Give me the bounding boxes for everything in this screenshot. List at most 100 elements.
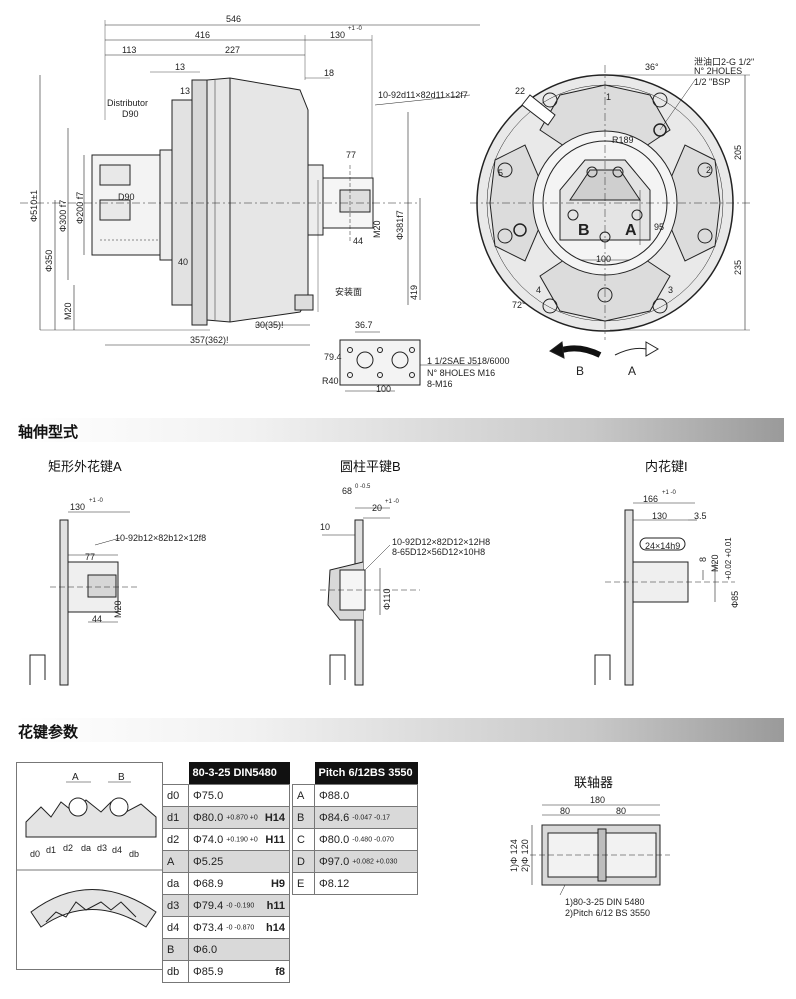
dim-77: 77 xyxy=(346,150,357,160)
lobe-5: 5 xyxy=(498,168,504,178)
distributor-label: Distributor xyxy=(107,98,149,108)
din-v-db: Φ85.9 f8 xyxy=(188,960,290,983)
b-spline-2: 8-65D12×56D12×10H8 xyxy=(392,547,486,557)
shaft-b-drawing xyxy=(320,507,420,686)
shaft-type-a-title: 矩形外花键A xyxy=(48,459,122,474)
dim-36-7: 36.7 xyxy=(355,320,373,330)
i-key: 24×14h9 xyxy=(645,541,681,551)
a-m20: M20 xyxy=(113,600,123,618)
profile-label-d2: d2 xyxy=(63,843,74,853)
spline-profile-diagrams xyxy=(16,762,163,970)
din5480-header: 80-3-25 DIN5480 xyxy=(188,762,290,785)
port-label-3: 8-M16 xyxy=(427,379,453,389)
dim-227: 227 xyxy=(225,45,241,55)
din-v-da: Φ68.9 H9 xyxy=(188,872,290,895)
dim-100-port: 100 xyxy=(376,384,392,394)
dim-18: 18 xyxy=(324,68,335,78)
i-dim-166-tol: +1 -0 xyxy=(662,490,676,496)
din-k-db: db xyxy=(162,960,189,983)
profile-label-d4: d4 xyxy=(112,845,123,855)
bs-v-D: Φ97.0 +0.082 +0.030 xyxy=(314,850,418,873)
shaft-a-drawing xyxy=(29,511,140,686)
coupling-dim-120: 2)Φ 120 xyxy=(520,839,530,872)
coupling-dim-80b: 80 xyxy=(616,806,627,816)
a-dim-44: 44 xyxy=(92,614,103,624)
dim-m20-foot: M20 xyxy=(63,302,73,320)
a-spline: 10-92b12×82b12×12f8 xyxy=(115,533,207,543)
i-dim-8: 8 xyxy=(698,556,708,562)
angle-72: 72° xyxy=(512,300,526,310)
dim-13a: 13 xyxy=(175,62,186,72)
coupling-title: 联轴器 xyxy=(574,775,614,790)
rotation-b-label: B xyxy=(576,364,585,378)
dim-22: 22 xyxy=(515,86,526,96)
port-a-label: A xyxy=(625,222,637,239)
din-k-d2: d2 xyxy=(162,828,189,851)
dim-44: 44 xyxy=(353,236,364,246)
din-v-d1: Φ80.0 +0.870 +0 H14 xyxy=(188,806,290,829)
dim-113: 113 xyxy=(122,45,137,55)
bs-k-B: B xyxy=(292,806,315,829)
lobe-1: 1 xyxy=(606,92,612,102)
bs-k-A: A xyxy=(292,784,315,807)
port-b-label: B xyxy=(578,222,590,239)
dim-95: 95 xyxy=(654,222,665,232)
din-v-d0: Φ75.0 xyxy=(188,784,290,807)
i-m20: M20 xyxy=(710,554,720,572)
lobe-4: 4 xyxy=(536,285,542,295)
dim-546: 546 xyxy=(226,14,242,24)
b-dim-20-tol: +1 -0 xyxy=(385,499,399,505)
dim-416: 416 xyxy=(195,30,211,40)
drain-label-1: 泄油口2-G 1/2" xyxy=(694,57,755,67)
motor-flange-view xyxy=(470,65,750,359)
bs-v-C: Φ80.0 -0.480 -0.070 xyxy=(314,828,418,851)
i-tol: +0.02 +0.01 xyxy=(724,537,733,580)
din-k-d1: d1 xyxy=(162,806,189,829)
bs-v-E: Φ8.12 xyxy=(314,872,418,895)
bs-k-E: E xyxy=(292,872,315,895)
profile-label-db: db xyxy=(129,849,140,859)
dim-130-tol: +1 -0 xyxy=(348,26,362,32)
profile-label-B: B xyxy=(118,772,125,783)
bs-v-A: Φ88.0 xyxy=(314,784,418,807)
b-spline-1: 10-92D12×82D12×12H8 xyxy=(392,537,491,547)
a-dim-130-tol: +1 -0 xyxy=(89,498,103,504)
dim-381: Φ381f7 xyxy=(395,210,405,240)
b-dim-110: Φ110 xyxy=(382,588,392,610)
coupling-note-1: 1)80-3-25 DIN 5480 xyxy=(565,897,645,907)
din-k-d4: d4 xyxy=(162,916,189,939)
drain-label-3: 1/2 "BSP xyxy=(694,77,731,87)
i-dim-166: 166 xyxy=(643,494,659,504)
dim-79-4: 79.4 xyxy=(324,352,342,362)
dim-419: 419 xyxy=(409,284,419,300)
dim-130: 130 xyxy=(330,30,346,40)
b-dim-68-tol: 0 -0.5 xyxy=(355,484,371,490)
shaft-i-drawing xyxy=(594,502,735,686)
shaft-spline-label: 10-92d11×82d11×12f7 xyxy=(378,90,468,100)
dim-235: 235 xyxy=(733,259,743,275)
din-k-d0: d0 xyxy=(162,784,189,807)
i-dim-3-5: 3.5 xyxy=(694,511,707,521)
port-label-2: N° 8HOLES M16 xyxy=(427,368,496,378)
dim-205: 205 xyxy=(733,144,743,160)
dim-r189: R189 xyxy=(612,135,634,145)
lobe-2: 2 xyxy=(706,165,712,175)
a-dim-130: 130 xyxy=(70,502,86,512)
b-dim-68: 68 xyxy=(342,486,353,496)
din-v-d2: Φ74.0 +0.190 +0 H11 xyxy=(188,828,290,851)
spline-section-title: 花键参数 xyxy=(18,724,79,741)
shaft-section-header: 轴伸型式 xyxy=(14,418,784,442)
shaft-type-i-title: 内花键I xyxy=(645,459,688,474)
mount-face-label: 安装面 xyxy=(335,287,363,297)
dim-510: Φ510±1 xyxy=(29,189,39,222)
din-v-d3: Φ79.4 -0 -0.190 h11 xyxy=(188,894,290,917)
rotation-a-label: A xyxy=(628,364,637,378)
dim-m20: M20 xyxy=(372,220,382,238)
din-v-B: Φ6.0 xyxy=(188,938,290,961)
coupling-drawing xyxy=(530,804,670,896)
profile-label-da: da xyxy=(81,843,92,853)
port-label-1: 1 1/2SAE J518/6000 xyxy=(427,356,510,366)
dim-300: Φ300 f7 xyxy=(58,199,68,232)
